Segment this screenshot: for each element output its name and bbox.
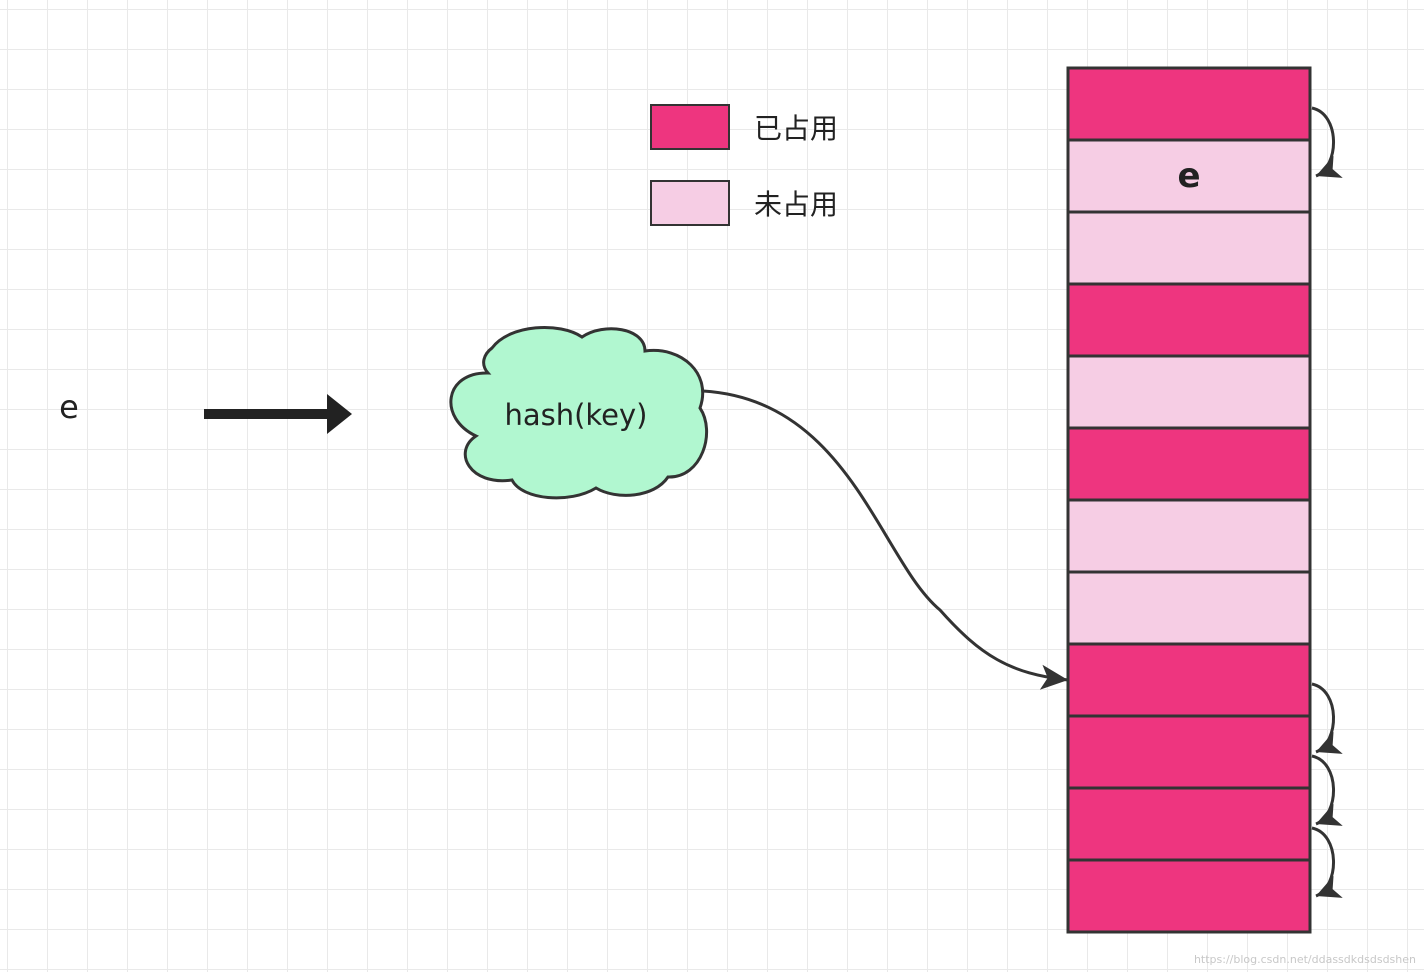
table-slot-11-occupied [1066, 858, 1312, 934]
legend-item-free: 未占用 [650, 178, 838, 228]
probe-hop-arrow-0-1 [1311, 106, 1343, 178]
table-slot-5-occupied [1066, 426, 1312, 502]
probe-hop-arrow-10-11 [1311, 826, 1343, 898]
watermark: https://blog.csdn.net/ddassdkdsdsdshen [1193, 953, 1416, 966]
table-slot-3-occupied [1066, 282, 1312, 358]
free-swatch [650, 180, 730, 226]
table-slot-0-occupied [1066, 66, 1312, 142]
slot-1-label: e [1177, 156, 1200, 196]
thick-right-arrow-icon [204, 394, 352, 434]
legend-label-occupied: 已占用 [754, 112, 839, 145]
hash-to-slot-arrow [702, 389, 1069, 690]
input-key-label: e [59, 388, 79, 426]
table-slot-8-occupied [1066, 642, 1312, 718]
table-slot-4-free [1066, 354, 1312, 430]
hash-function-label: hash(key) [504, 398, 647, 432]
hash-table: e [1066, 66, 1312, 934]
legend-item-occupied: 已占用 [650, 102, 838, 152]
probe-hop-arrow-8-9 [1311, 682, 1343, 754]
table-slot-2-free [1066, 210, 1312, 286]
legend: 已占用 未占用 [650, 102, 838, 254]
table-slot-1-free [1066, 138, 1312, 214]
table-slot-6-free [1066, 498, 1312, 574]
cloud-shape [449, 326, 709, 500]
probe-hop-arrow-9-10 [1311, 754, 1343, 826]
hash-function-cloud: hash(key) [449, 326, 709, 500]
occupied-swatch [650, 104, 730, 150]
table-slot-9-occupied [1066, 714, 1312, 790]
probe-hops [1311, 106, 1343, 898]
table-slot-10-occupied [1066, 786, 1312, 862]
table-slot-7-free [1066, 570, 1312, 646]
legend-label-free: 未占用 [754, 188, 839, 221]
